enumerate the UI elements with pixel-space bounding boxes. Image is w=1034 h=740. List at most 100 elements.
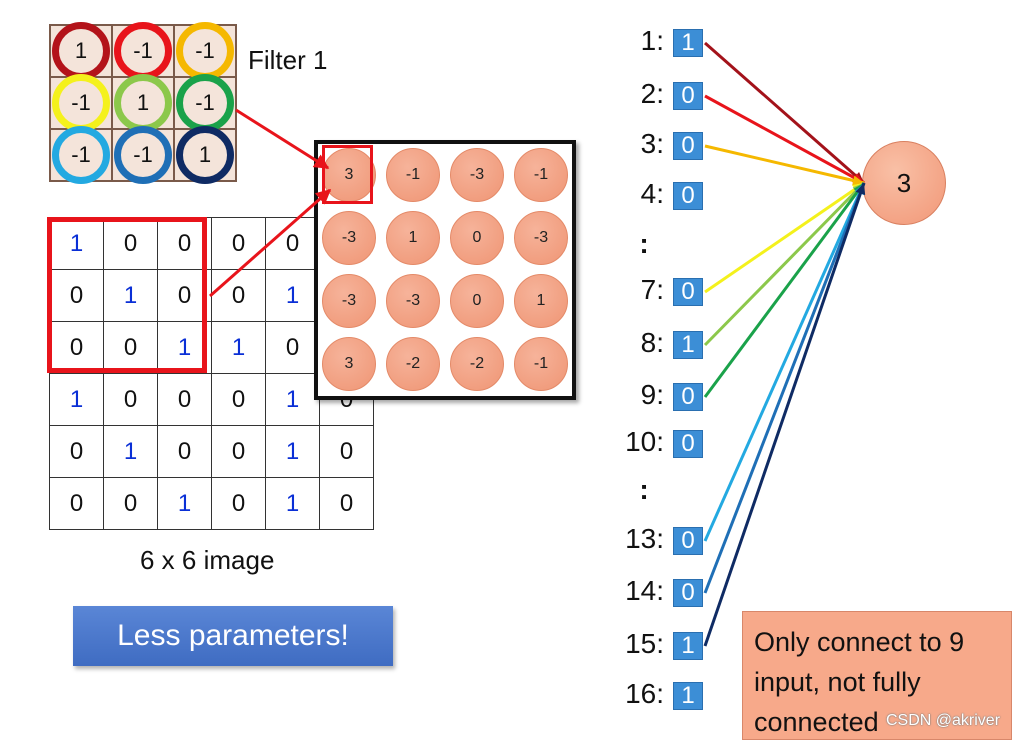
image-cell: 0 — [104, 218, 158, 270]
input-index-label: 1: — [640, 25, 664, 56]
input-index-label: 13: — [625, 523, 664, 554]
filter-cell: 1 — [112, 74, 174, 132]
feature-map-value: -1 — [514, 337, 568, 391]
connection-line — [703, 181, 866, 347]
note-box: Only connect to 9 input, not fully conne… — [742, 611, 1012, 740]
input-index-label: 7: — [640, 274, 664, 305]
image-cell: 1 — [266, 426, 320, 478]
image-cell: 0 — [50, 478, 104, 530]
filter-cell: 1 — [174, 126, 236, 184]
filter-value: 1 — [176, 126, 234, 184]
feature-map-value: 0 — [450, 211, 504, 265]
input-index-label: 15: — [625, 628, 664, 659]
filter-value: -1 — [114, 126, 172, 184]
image-cell: 1 — [50, 218, 104, 270]
input-value-box: 1 — [673, 682, 703, 710]
image-cell: 0 — [212, 374, 266, 426]
less-parameters-banner: Less parameters! — [73, 606, 393, 666]
image-cell: 0 — [158, 374, 212, 426]
filter-value: -1 — [52, 74, 110, 132]
ellipsis-dots: : — [639, 228, 649, 259]
feature-map-value: 3 — [322, 337, 376, 391]
image-cell: 1 — [266, 478, 320, 530]
input-value-box: 0 — [673, 527, 703, 555]
image-cell: 1 — [158, 478, 212, 530]
filter-value: -1 — [52, 126, 110, 184]
filter-value: -1 — [114, 22, 172, 80]
connection-line — [703, 182, 866, 542]
filter-cell: -1 — [50, 74, 112, 132]
input-index-label: 10: — [625, 426, 664, 457]
input-index-label: 2: — [640, 78, 664, 109]
filter-cell: -1 — [112, 22, 174, 80]
image-cell: 0 — [50, 322, 104, 374]
input-value-box: 0 — [673, 579, 703, 607]
image-cell: 1 — [266, 374, 320, 426]
image-cell: 0 — [212, 426, 266, 478]
input-index-label: 9: — [640, 379, 664, 410]
image-cell: 0 — [104, 322, 158, 374]
feature-map-value: -2 — [386, 337, 440, 391]
feature-map-value: 1 — [386, 211, 440, 265]
connection-arrowhead — [852, 175, 864, 186]
feature-map-value: -3 — [386, 274, 440, 328]
input-value-box: 0 — [673, 278, 703, 306]
connection-line — [703, 182, 866, 398]
image-cell: 1 — [50, 374, 104, 426]
image-cell: 1 — [212, 322, 266, 374]
connection-arrowhead — [855, 183, 866, 196]
connection-line — [703, 182, 866, 594]
connection-line — [704, 41, 865, 185]
image-cell: 0 — [50, 270, 104, 322]
input-value-box: 0 — [673, 182, 703, 210]
watermark: CSDN @akriver — [886, 712, 1001, 729]
image-cell: 0 — [320, 478, 374, 530]
image-cell: 0 — [320, 426, 374, 478]
feature-map-value: -3 — [322, 274, 376, 328]
image-cell: 0 — [212, 270, 266, 322]
image-cell: 1 — [104, 426, 158, 478]
input-index-label: 14: — [625, 575, 664, 606]
connection-line — [704, 144, 865, 185]
input-value-box: 1 — [673, 331, 703, 359]
input-value-box: 0 — [673, 430, 703, 458]
feature-map-value: -3 — [450, 148, 504, 202]
image-label: 6 x 6 image — [140, 545, 275, 575]
feature-map-value: -1 — [514, 148, 568, 202]
connection-lines — [703, 41, 866, 647]
feature-map-value: -3 — [322, 211, 376, 265]
filter-label: Filter 1 — [248, 45, 328, 75]
input-value-box: 1 — [673, 29, 703, 57]
connection-line — [703, 182, 866, 647]
connection-line — [704, 94, 865, 185]
input-value-box: 0 — [673, 132, 703, 160]
filter-value: 1 — [52, 22, 110, 80]
feature-map-value: -1 — [386, 148, 440, 202]
filter-cell: -1 — [112, 126, 174, 184]
image-cell: 0 — [212, 478, 266, 530]
image-cell: 0 — [104, 374, 158, 426]
image-cell: 0 — [212, 218, 266, 270]
ellipsis-dots: : — [639, 474, 649, 505]
input-value-box: 0 — [673, 82, 703, 110]
output-neuron: 3 — [862, 141, 946, 225]
input-value-box: 1 — [673, 632, 703, 660]
window-to-map-arrow — [209, 188, 332, 298]
receptive-field-highlight — [47, 217, 207, 373]
feature-map-value: 0 — [450, 274, 504, 328]
filter-cell: -1 — [50, 126, 112, 184]
image-cell: 0 — [50, 426, 104, 478]
image-cell: 0 — [104, 478, 158, 530]
input-index-label: 8: — [640, 327, 664, 358]
input-index-label: 4: — [640, 178, 664, 209]
image-cell: 0 — [158, 426, 212, 478]
image-cell: 1 — [104, 270, 158, 322]
feature-map-value: -2 — [450, 337, 504, 391]
feature-map-highlight — [322, 145, 373, 204]
filter-to-map-arrow — [235, 108, 330, 170]
input-index-label: 16: — [625, 678, 664, 709]
feature-map-value: -3 — [514, 211, 568, 265]
